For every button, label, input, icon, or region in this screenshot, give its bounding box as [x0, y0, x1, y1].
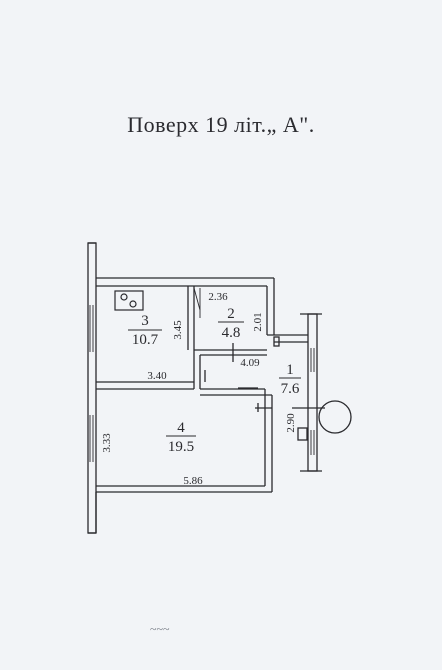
- page-title: Поверх 19 літ.„ А".: [127, 112, 315, 137]
- room4-area: 19.5: [168, 439, 194, 455]
- dim-room2-width: 2.36: [208, 291, 228, 303]
- room2-area: 4.8: [222, 325, 241, 341]
- room1-number: 1: [286, 362, 294, 378]
- room1-area: 7.6: [281, 381, 300, 397]
- right-wall: [307, 313, 318, 472]
- stove-icon: [114, 290, 144, 311]
- footer-mark: ~~~: [150, 622, 170, 636]
- balcony-circle: [318, 400, 352, 434]
- room4-number: 4: [177, 420, 185, 436]
- dim-room2-height: 2.01: [252, 312, 264, 331]
- left-wall: [87, 242, 97, 534]
- room3-area: 10.7: [132, 332, 159, 348]
- dim-room4-height: 3.33: [101, 433, 113, 453]
- dim-hall-width: 4.09: [240, 357, 260, 369]
- dim-room3-width: 3.40: [147, 370, 167, 382]
- room2-number: 2: [227, 306, 235, 322]
- wall-fixture: [297, 427, 308, 441]
- room3-number: 3: [141, 313, 149, 329]
- dim-room4-width: 5.86: [183, 475, 203, 487]
- dim-hall-height: 2.90: [285, 413, 297, 433]
- toilet-fixture: [273, 336, 280, 347]
- dim-room3-height: 3.45: [172, 320, 184, 340]
